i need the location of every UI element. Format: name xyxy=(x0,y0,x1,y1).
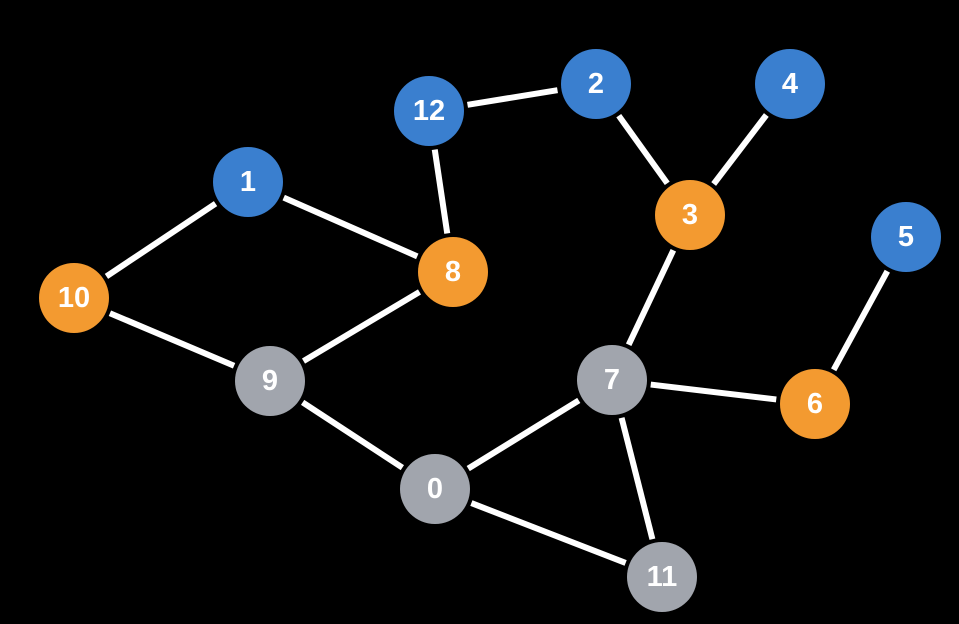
node-circle-2 xyxy=(561,49,631,119)
edge-6-5 xyxy=(831,269,890,372)
edge-3-4 xyxy=(711,113,769,186)
node-label-1: 1 xyxy=(240,166,256,198)
edge-0-7 xyxy=(466,397,581,472)
edge-12-8 xyxy=(431,149,451,234)
edge-3-2 xyxy=(616,113,670,186)
node-label-5: 5 xyxy=(898,221,914,253)
node-circle-8 xyxy=(418,237,488,307)
node-circle-10 xyxy=(39,263,109,333)
node-label-12: 12 xyxy=(413,95,445,127)
edge-10-9 xyxy=(108,310,236,369)
node-circle-5 xyxy=(871,202,941,272)
edge-12-2 xyxy=(467,87,558,108)
node-1: 1 xyxy=(213,147,283,217)
edge-9-0 xyxy=(300,399,405,471)
node-circle-3 xyxy=(655,180,725,250)
node-label-7: 7 xyxy=(604,364,620,396)
node-8: 8 xyxy=(418,237,488,307)
node-label-8: 8 xyxy=(445,256,461,288)
edges-layer xyxy=(104,87,890,566)
edge-7-3 xyxy=(625,248,677,347)
edge-1-8 xyxy=(282,194,419,260)
node-circle-1 xyxy=(213,147,283,217)
node-circle-12 xyxy=(394,76,464,146)
node-circle-7 xyxy=(577,345,647,415)
edge-7-6 xyxy=(650,381,777,403)
node-circle-9 xyxy=(235,346,305,416)
node-2: 2 xyxy=(561,49,631,119)
edge-9-8 xyxy=(301,289,422,364)
edge-7-11 xyxy=(618,417,656,540)
node-label-4: 4 xyxy=(782,68,798,100)
node-circle-4 xyxy=(755,49,825,119)
node-label-3: 3 xyxy=(682,199,698,231)
edge-1-10 xyxy=(104,201,218,279)
node-label-6: 6 xyxy=(807,388,823,420)
node-0: 0 xyxy=(400,454,470,524)
node-label-2: 2 xyxy=(588,68,604,100)
node-6: 6 xyxy=(780,369,850,439)
edge-0-11 xyxy=(470,500,627,566)
node-9: 9 xyxy=(235,346,305,416)
node-label-9: 9 xyxy=(262,365,278,397)
node-5: 5 xyxy=(871,202,941,272)
node-10: 10 xyxy=(39,263,109,333)
node-label-11: 11 xyxy=(647,561,678,593)
node-circle-6 xyxy=(780,369,850,439)
node-3: 3 xyxy=(655,180,725,250)
node-12: 12 xyxy=(394,76,464,146)
node-label-10: 10 xyxy=(58,282,90,314)
node-label-0: 0 xyxy=(427,473,443,505)
node-circle-0 xyxy=(400,454,470,524)
node-7: 7 xyxy=(577,345,647,415)
node-4: 4 xyxy=(755,49,825,119)
node-11: 11 xyxy=(627,542,697,612)
node-circle-11 xyxy=(627,542,697,612)
